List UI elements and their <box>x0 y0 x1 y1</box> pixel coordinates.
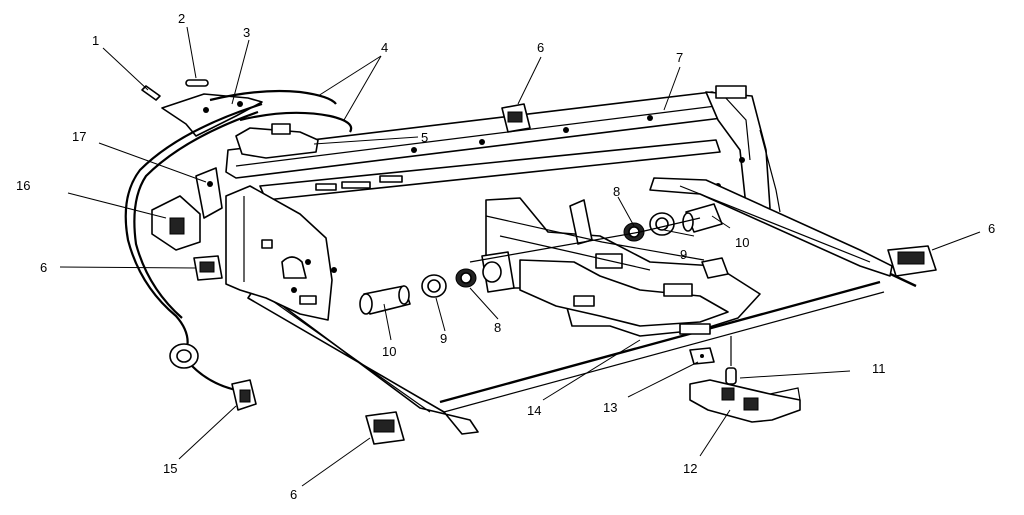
callout-9-left: 9 <box>440 331 447 346</box>
bracket-6-right <box>887 245 937 277</box>
bracket-6-top <box>501 103 531 133</box>
callout-7: 7 <box>676 50 683 65</box>
callout-10-right: 10 <box>735 235 749 250</box>
plate-13 <box>689 347 715 365</box>
callout-15: 15 <box>163 461 177 476</box>
callout-10-left: 10 <box>382 344 396 359</box>
shaft-right <box>682 203 723 233</box>
callout-11: 11 <box>872 361 886 376</box>
connector-15 <box>231 379 257 411</box>
front-rail <box>247 285 479 435</box>
carriage-assembly <box>485 197 761 337</box>
roller-left <box>481 251 515 293</box>
bearing-9-right <box>649 212 675 236</box>
callout-2: 2 <box>178 11 185 26</box>
callout-12: 12 <box>683 461 697 476</box>
right-side-rail <box>649 177 893 277</box>
callout-17: 17 <box>72 129 86 144</box>
bracket-17 <box>195 167 223 219</box>
bracket-6-left <box>193 255 223 281</box>
left-side-plate <box>225 185 337 321</box>
callout-14: 14 <box>527 403 541 418</box>
sensor-16 <box>151 195 201 251</box>
callout-3: 3 <box>243 25 250 40</box>
base-bracket-12 <box>689 379 801 423</box>
callout-6-right: 6 <box>988 221 995 236</box>
callout-6-top: 6 <box>537 40 544 55</box>
callout-13: 13 <box>603 400 617 415</box>
bracket-5 <box>235 123 319 159</box>
callout-labels: 1 2 3 4 5 6 6 6 6 7 8 8 9 9 10 10 11 12 … <box>16 11 995 502</box>
spring-11 <box>725 336 737 385</box>
callout-8-left: 8 <box>494 320 501 335</box>
callout-8-right: 8 <box>613 184 620 199</box>
bearing-9-left <box>421 274 447 298</box>
bracket-6-bottom <box>365 411 405 445</box>
gear-8-right <box>623 222 645 242</box>
callout-6-left: 6 <box>40 260 47 275</box>
lever-3 <box>161 93 263 137</box>
leader-lines <box>59 26 981 487</box>
screw-1 <box>141 85 161 101</box>
gear-8-left <box>455 268 477 288</box>
callout-9-right: 9 <box>680 247 687 262</box>
drive-shaft <box>469 217 701 263</box>
spring-arm-4 <box>209 89 353 133</box>
callout-1: 1 <box>92 33 99 48</box>
clip-2 <box>185 79 209 87</box>
wire-harness <box>124 102 263 392</box>
callout-4: 4 <box>381 40 388 55</box>
callout-6-bottom: 6 <box>290 487 297 502</box>
shaft-left <box>359 285 411 315</box>
callout-16: 16 <box>16 178 30 193</box>
callout-5: 5 <box>421 130 428 145</box>
